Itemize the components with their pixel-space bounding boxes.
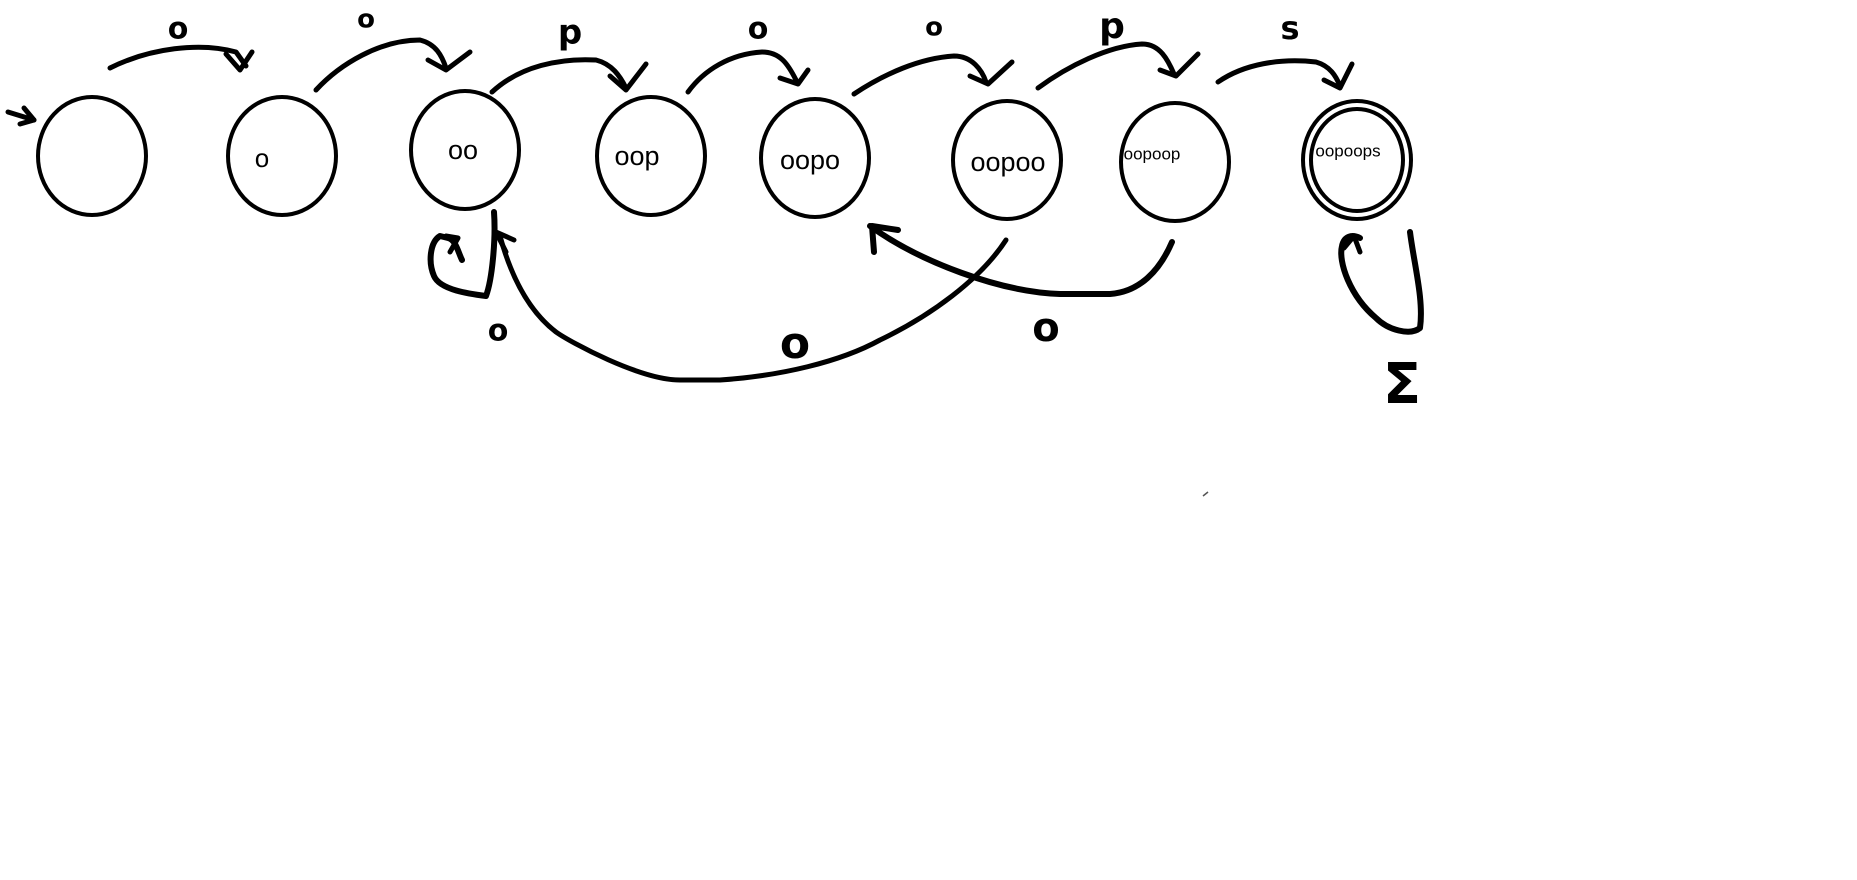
state-label: o xyxy=(255,143,269,173)
state-label: oo xyxy=(448,135,478,165)
transition-s5-s2: o xyxy=(493,229,1009,383)
state-s6: oopoop xyxy=(1119,101,1231,223)
transition-s6-s7: s xyxy=(1215,9,1355,91)
state-label: oopoop xyxy=(1124,144,1181,163)
transition-s3-s4: o xyxy=(685,12,811,95)
transition-s2-self: o xyxy=(427,209,509,349)
transition-label: o xyxy=(488,314,509,349)
transition-label: p xyxy=(1099,6,1125,47)
transition-s2-s3: p xyxy=(489,13,649,95)
transition-label: s xyxy=(1280,9,1299,47)
state-s4: oopo xyxy=(759,97,871,219)
transition-label: o xyxy=(357,5,375,35)
transition-label: o xyxy=(168,12,189,47)
transition-label: p xyxy=(558,13,582,53)
transition-label: o xyxy=(780,318,810,369)
transition-label: o xyxy=(748,12,769,47)
state-label: oopoo xyxy=(970,147,1045,177)
transition-s1-s2: o xyxy=(313,5,473,93)
transition-label: o xyxy=(1032,305,1059,351)
transition-s0-s1: o xyxy=(107,12,255,73)
state-s1: o xyxy=(226,95,338,217)
transition-s6-s4: o xyxy=(867,223,1175,351)
state-s3: oop xyxy=(595,95,707,217)
start-arrow xyxy=(5,105,37,127)
state-s5: oopoo xyxy=(951,99,1063,221)
state-s0 xyxy=(36,95,148,217)
state-s7-accepting: oopoops xyxy=(1301,99,1413,221)
transition-label: o xyxy=(925,13,943,43)
transition-label: Σ xyxy=(1383,352,1421,417)
state-label: oopoops xyxy=(1315,141,1380,160)
transition-s4-s5: o xyxy=(851,13,1015,97)
state-s2: oo xyxy=(409,89,521,211)
transition-s5-s6: p xyxy=(1035,6,1201,91)
state-label: oopo xyxy=(780,145,840,175)
stray-mark xyxy=(1202,491,1209,497)
state-label: oop xyxy=(614,141,659,171)
transition-s7-self: Σ xyxy=(1338,229,1424,417)
